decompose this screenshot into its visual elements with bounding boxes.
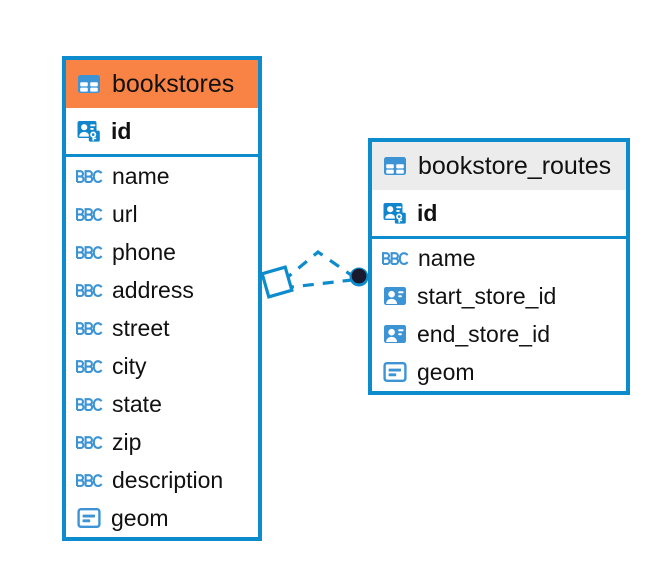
field-row-id[interactable]: id: [66, 108, 258, 154]
abc-text-icon: [76, 322, 103, 336]
abc-text-icon: [382, 252, 409, 266]
entity-title-bookstore-routes: bookstore_routes: [418, 151, 612, 180]
field-name-url: url: [112, 200, 138, 227]
abc-text-icon: [76, 170, 103, 184]
field-row-street[interactable]: street: [66, 309, 258, 347]
primary-key-icon: [383, 203, 406, 224]
field-row-geom[interactable]: geom: [66, 499, 258, 537]
field-row-end-store-id[interactable]: end_store_id: [372, 315, 626, 353]
field-name-phone: phone: [112, 238, 176, 265]
field-name-city: city: [112, 352, 147, 379]
entity-header-bookstores[interactable]: bookstores: [66, 60, 258, 108]
primary-key-section-bookstores: id: [66, 108, 258, 157]
entity-header-bookstore-routes[interactable]: bookstore_routes: [372, 142, 626, 190]
entity-bookstores[interactable]: bookstores id: [62, 56, 262, 541]
field-row-id[interactable]: id: [372, 190, 626, 236]
field-row-city[interactable]: city: [66, 347, 258, 385]
abc-text-icon: [76, 246, 103, 260]
field-row-zip[interactable]: zip: [66, 423, 258, 461]
foreign-key-icon: [384, 287, 406, 305]
relationship-line-end-store[interactable]: [281, 249, 355, 283]
field-name-end-store-id: end_store_id: [417, 320, 550, 347]
field-name-id: id: [417, 199, 438, 226]
field-name-name: name: [418, 244, 476, 271]
field-name-street: street: [112, 314, 170, 341]
relationship-target-circle-marker[interactable]: [349, 267, 369, 287]
field-name-description: description: [112, 466, 224, 493]
field-row-url[interactable]: url: [66, 195, 258, 233]
field-name-start-store-id: start_store_id: [417, 282, 557, 309]
field-list-bookstore-routes: name start_store_id: [372, 239, 626, 391]
field-row-address[interactable]: address: [66, 271, 258, 309]
field-row-name[interactable]: name: [66, 157, 258, 195]
abc-text-icon: [76, 474, 103, 488]
abc-text-icon: [76, 208, 103, 222]
relationship-source-diamond-marker[interactable]: [260, 265, 294, 299]
geometry-icon: [77, 507, 101, 529]
relationship-line-start-store[interactable]: [282, 278, 353, 290]
field-name-zip: zip: [112, 428, 142, 455]
primary-key-section-bookstore-routes: id: [372, 190, 626, 239]
entity-bookstore-routes[interactable]: bookstore_routes id: [368, 138, 630, 395]
abc-text-icon: [76, 360, 103, 374]
table-icon: [78, 75, 100, 93]
field-name-address: address: [112, 276, 194, 303]
foreign-key-icon: [384, 325, 406, 343]
abc-text-icon: [76, 284, 103, 298]
field-row-description[interactable]: description: [66, 461, 258, 499]
primary-key-icon: [77, 121, 100, 142]
field-list-bookstores: name url phone: [66, 157, 258, 537]
field-row-geom[interactable]: geom: [372, 353, 626, 391]
field-row-name[interactable]: name: [372, 239, 626, 277]
field-name-geom: geom: [417, 358, 475, 385]
field-name-state: state: [112, 390, 162, 417]
geometry-icon: [383, 361, 407, 383]
field-name-name: name: [112, 162, 170, 189]
field-row-state[interactable]: state: [66, 385, 258, 423]
table-icon: [384, 157, 406, 175]
abc-text-icon: [76, 436, 103, 450]
field-row-start-store-id[interactable]: start_store_id: [372, 277, 626, 315]
field-row-phone[interactable]: phone: [66, 233, 258, 271]
entity-title-bookstores: bookstores: [112, 69, 235, 98]
abc-text-icon: [76, 398, 103, 412]
field-name-id: id: [111, 117, 132, 144]
field-name-geom: geom: [111, 504, 169, 531]
